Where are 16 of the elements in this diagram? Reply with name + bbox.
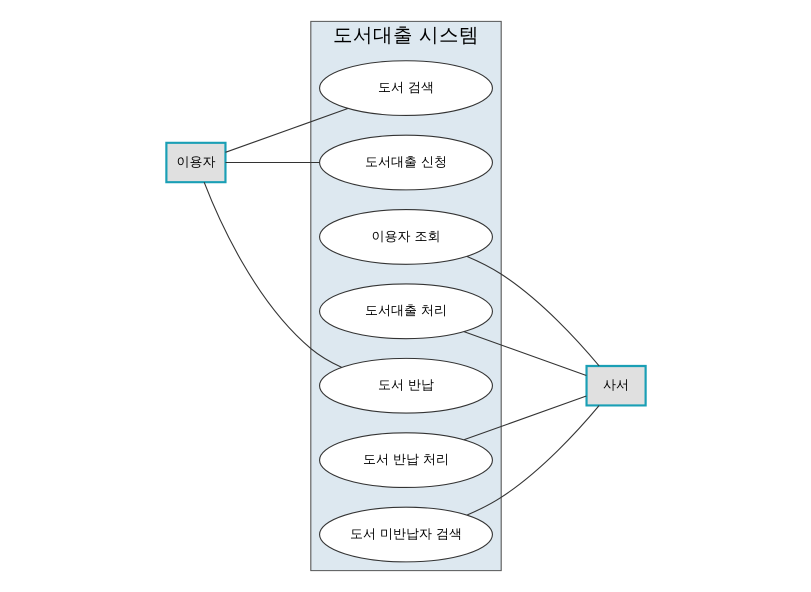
connector xyxy=(224,108,348,153)
node-ellipse: 도서 미반납자 검색 xyxy=(318,506,492,562)
node-ellipse: 이용자 조회 xyxy=(318,209,492,265)
connector xyxy=(466,256,600,366)
connector xyxy=(466,405,600,516)
node-box: 이용자 xyxy=(164,142,226,184)
connector xyxy=(463,395,586,440)
node-ellipse: 도서 검색 xyxy=(318,60,492,116)
node-ellipse: 도서 반납 처리 xyxy=(318,432,492,488)
connector xyxy=(224,162,319,164)
node-box: 사서 xyxy=(584,364,646,407)
node-ellipse: 도서 반납 xyxy=(318,358,492,414)
node-ellipse: 도서대출 신청 xyxy=(318,134,492,190)
connector xyxy=(463,331,586,376)
connector xyxy=(203,182,342,368)
node-ellipse: 도서대출 처리 xyxy=(318,283,492,340)
